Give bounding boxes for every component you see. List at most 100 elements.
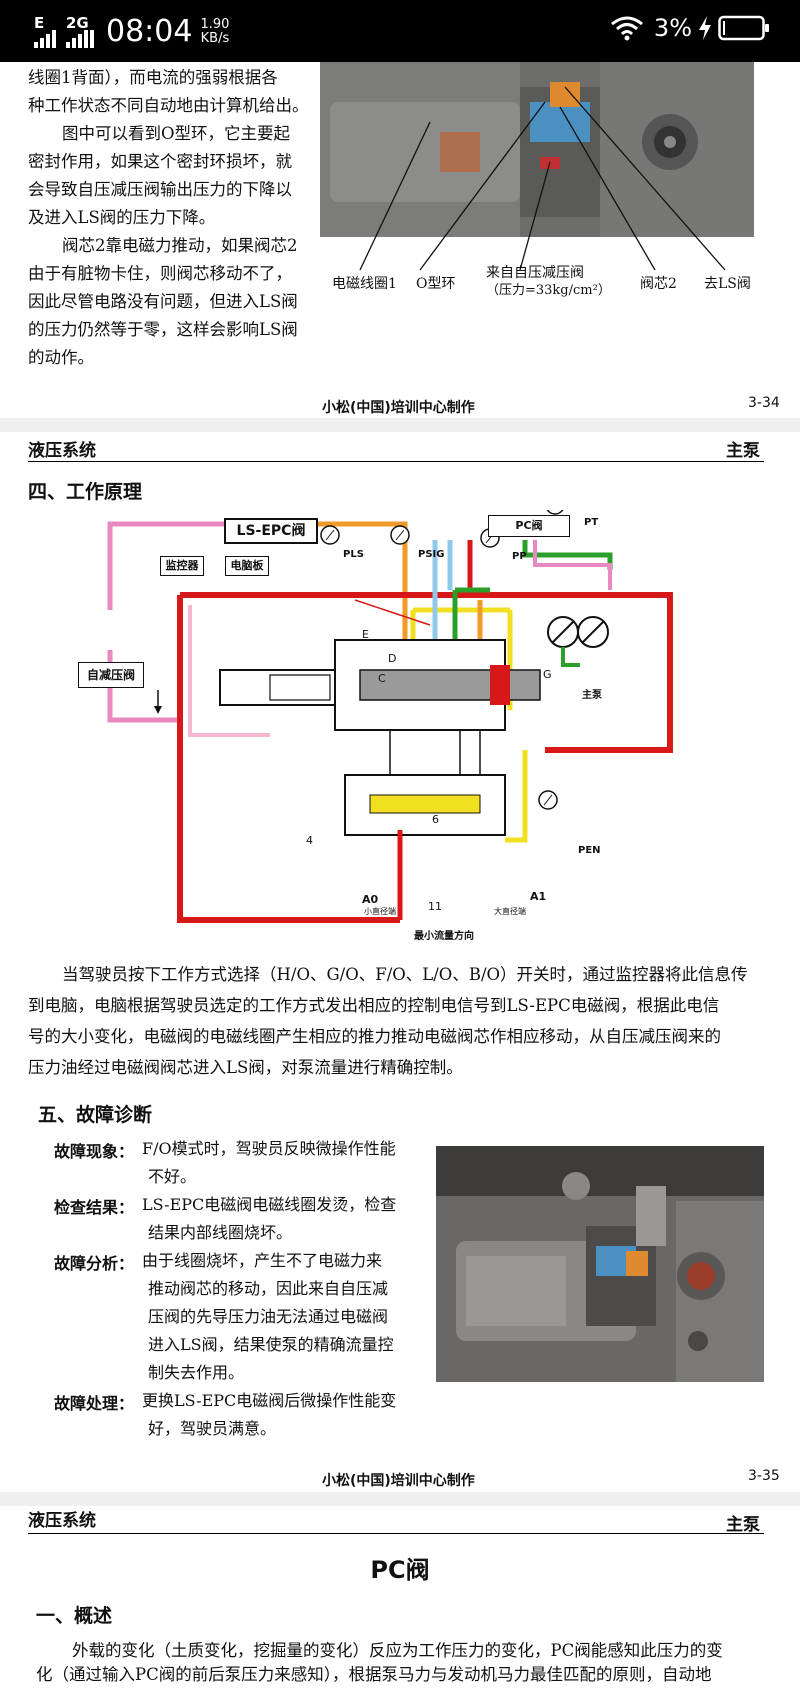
page-title: PC阀 bbox=[370, 1556, 430, 1584]
label-c: C bbox=[378, 672, 386, 685]
page-gap bbox=[0, 1492, 800, 1506]
text-line: 密封作用，如果这个密封环损坏，就 bbox=[28, 152, 292, 171]
page-gap bbox=[0, 418, 800, 432]
signal-2-icon bbox=[66, 29, 94, 48]
text-line: 因此尽管电路没有问题，但进入LS阀 bbox=[28, 292, 298, 311]
text-line: 线圈1背面），而电流的强弱根据各 bbox=[28, 68, 278, 87]
text-line: 图中可以看到O型环，它主要起 bbox=[62, 124, 291, 143]
page-footer: 小松(中国)培训中心制作 bbox=[322, 400, 475, 416]
text-line: 种工作状态不同自动地由计算机给出。 bbox=[28, 96, 309, 115]
diag-text: 更换LS-EPC电磁阀后微操作性能变 bbox=[142, 1391, 397, 1410]
diag-text: 结果内部线圈烧坏。 bbox=[148, 1223, 293, 1242]
text-line: 外载的变化（土质变化，挖掘量的变化）反应为工作压力的变化，PC阀能感知此压力的变 bbox=[72, 1641, 723, 1660]
label-d: D bbox=[388, 652, 397, 665]
page-number: 3-35 bbox=[748, 1468, 780, 1484]
ls-epc-box: LS-EPC阀 bbox=[224, 518, 318, 544]
wifi-icon bbox=[610, 16, 643, 41]
status-bar: E 2G 08:04 1.90 KB/s 3% bbox=[0, 0, 800, 62]
label-a1: A1 bbox=[530, 890, 547, 903]
text-line: 及进入LS阀的压力下降。 bbox=[28, 208, 216, 227]
hydraulic-diagram bbox=[107, 510, 673, 923]
text-line: 压力油经过电磁阀阀芯进入LS阀，对泵流量进行精确控制。 bbox=[28, 1058, 463, 1077]
text-line: 当驾驶员按下工作方式选择（H/O、G/O、F/O、L/O、B/O）开关时，通过监… bbox=[62, 965, 748, 984]
page-header-right: 主泵 bbox=[726, 441, 760, 461]
photo-label-pressure: （压力=33kg/cm²） bbox=[486, 283, 611, 298]
diag-text: 压阀的先导压力油无法通过电磁阀 bbox=[148, 1307, 389, 1326]
header-rule bbox=[28, 461, 764, 462]
diag-text: 推动阀芯的移动，因此来自自压减 bbox=[148, 1279, 389, 1298]
diag-label: 故障处理： bbox=[54, 1394, 135, 1413]
photo-label-coil1: 电磁线圈1 bbox=[332, 276, 397, 292]
photo-callouts bbox=[359, 86, 726, 271]
diag-text: 好，驾驶员满意。 bbox=[148, 1419, 277, 1438]
section-4-title: 四、工作原理 bbox=[28, 481, 143, 503]
status-right: 3% bbox=[610, 14, 770, 42]
photo-label-spool2: 阀芯2 bbox=[640, 276, 677, 292]
text-line: 阀芯2靠电磁力推动，如果阀芯2 bbox=[62, 236, 298, 255]
diag-label: 检查结果： bbox=[54, 1198, 135, 1217]
diag-text: 进入LS阀，结果使泵的精确流量控 bbox=[148, 1335, 394, 1354]
signal-icon bbox=[34, 29, 56, 48]
text-line: 由于有脏物卡住，则阀芯移动不了， bbox=[28, 264, 292, 283]
photo-label-from-valve: 来自自压减压阀 bbox=[486, 265, 584, 281]
label-4: 4 bbox=[306, 834, 313, 847]
diag-text: LS-EPC电磁阀电磁线圈发烫，检查 bbox=[142, 1195, 397, 1214]
computer-label: 电脑板 bbox=[230, 559, 264, 572]
monitor-box: 监控器 bbox=[160, 556, 204, 576]
label-11: 11 bbox=[428, 900, 442, 913]
computer-box: 电脑板 bbox=[225, 556, 269, 576]
pt-label: PT bbox=[584, 517, 599, 528]
main-pump-label: 主泵 bbox=[582, 690, 602, 701]
diag-text: F/O模式时，驾驶员反映微操作性能 bbox=[142, 1139, 396, 1158]
label-g: G bbox=[543, 668, 552, 681]
header-rule bbox=[28, 1533, 764, 1534]
diag-label: 故障现象： bbox=[54, 1142, 135, 1161]
section-1-title: 一、概述 bbox=[36, 1605, 113, 1627]
network-type-2: 2G bbox=[66, 13, 89, 32]
valve-photo-2 bbox=[436, 1146, 764, 1382]
pp-label: PP bbox=[512, 551, 527, 562]
text-line: 会导致自压减压阀输出压力的下降以 bbox=[28, 180, 292, 199]
label-a1-sub: 大直径端 bbox=[494, 907, 526, 916]
self-reducing-label: 自减压阀 bbox=[86, 668, 135, 682]
label-a0-sub: 小直径端 bbox=[364, 907, 396, 916]
charging-icon bbox=[699, 16, 711, 40]
pc-valve-box: PC阀 bbox=[488, 515, 570, 537]
text-line: 号的大小变化，电磁阀的电磁线圈产生相应的推力推动电磁阀芯作相应移动，从自压减压阀… bbox=[28, 1027, 721, 1046]
clock: 08:04 bbox=[106, 14, 193, 49]
psig-label: PSIG bbox=[418, 549, 445, 560]
label-6: 6 bbox=[432, 813, 439, 826]
diag-label: 故障分析： bbox=[54, 1254, 135, 1273]
pc-valve-label: PC阀 bbox=[515, 519, 543, 532]
diag-text: 制失去作用。 bbox=[148, 1363, 245, 1382]
text-line: 的压力仍然等于零，这样会影响LS阀 bbox=[28, 320, 298, 339]
pls-label: PLS bbox=[343, 549, 364, 560]
diag-text: 不好。 bbox=[148, 1167, 197, 1186]
network-indicator: E bbox=[34, 13, 60, 48]
label-e: E bbox=[362, 628, 369, 641]
text-line: 的动作。 bbox=[28, 348, 94, 367]
pen-label: PEN bbox=[578, 845, 601, 856]
ls-epc-label: LS-EPC阀 bbox=[236, 523, 306, 539]
photo-label-to-ls: 去LS阀 bbox=[704, 276, 751, 292]
page-header-left: 液压系统 bbox=[28, 441, 96, 461]
diag-text: 由于线圈烧坏，产生不了电磁力来 bbox=[142, 1251, 383, 1270]
net-speed-unit: KB/s bbox=[200, 30, 230, 46]
label-a0: A0 bbox=[362, 893, 379, 906]
section-5-title: 五、故障诊断 bbox=[38, 1104, 153, 1126]
page-header-right: 主泵 bbox=[726, 1515, 760, 1535]
page-header-left: 液压系统 bbox=[28, 1511, 96, 1531]
network-indicator-2: 2G bbox=[66, 13, 96, 48]
network-type: E bbox=[34, 13, 45, 32]
status-left: E 2G 08:04 1.90 KB/s bbox=[34, 14, 229, 49]
label-min-flow: 最小流量方向 bbox=[414, 931, 474, 942]
photo-label-oring: O型环 bbox=[416, 276, 456, 292]
battery-percent: 3% bbox=[653, 14, 692, 42]
self-reducing-box: 自减压阀 bbox=[78, 662, 144, 688]
text-line: 到电脑，电脑根据驾驶员选定的工作方式发出相应的控制电信号到LS-EPC电磁阀，根… bbox=[28, 996, 720, 1015]
text-line: 化（通过输入PC阀的前后泵压力来感知），根据泵马力与发动机马力最佳匹配的原则，自… bbox=[36, 1665, 712, 1684]
net-speed: 1.90 KB/s bbox=[200, 16, 230, 46]
page-number: 3-34 bbox=[748, 395, 780, 411]
monitor-label: 监控器 bbox=[165, 559, 199, 572]
net-speed-value: 1.90 bbox=[200, 16, 230, 32]
